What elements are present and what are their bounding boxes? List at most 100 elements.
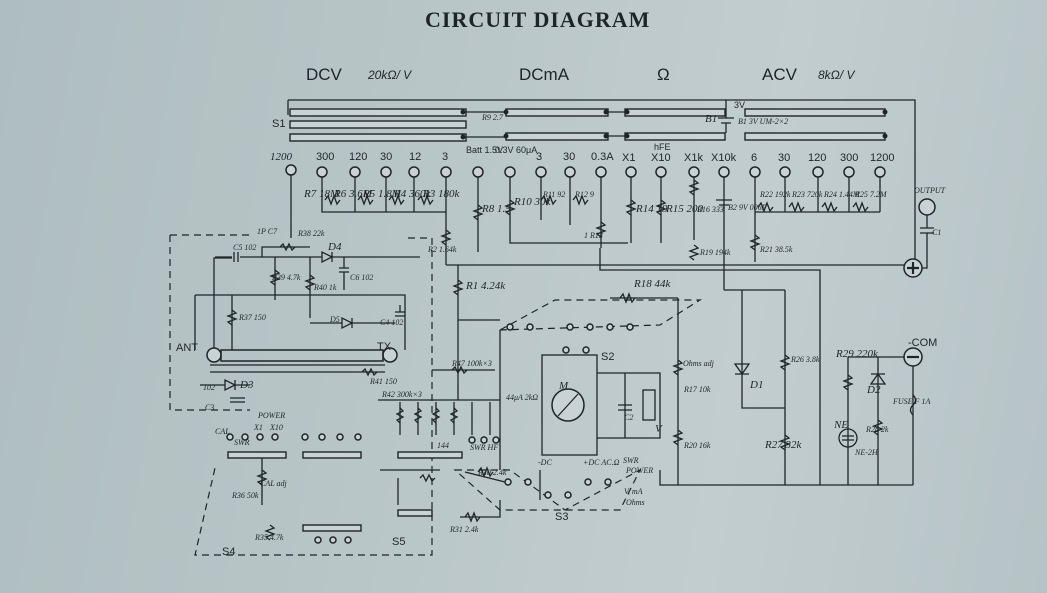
d5-diode (310, 316, 395, 330)
s4-wafer-4 (302, 524, 362, 532)
x1-label: X1 (253, 423, 263, 432)
dcv-terminal-1200[interactable] (285, 164, 297, 176)
d4-diode (321, 250, 334, 264)
ohm-pos-x1: X1 (622, 152, 635, 164)
r19-label: R19 194k (699, 248, 731, 257)
dcv-terminal-300[interactable] (316, 166, 328, 178)
acv-pos-120: 120 (808, 152, 826, 164)
r42-label: R42 300k×3 (381, 390, 422, 399)
dc-plus-label: +DC AC.Ω (583, 458, 620, 467)
r29-label: R29 220k (835, 348, 879, 360)
fuse-label: FUSE F 1A (892, 397, 930, 406)
c1-label: C1 (932, 228, 941, 237)
r10-label: R10 30k (513, 196, 551, 208)
acv-terminal-300[interactable] (843, 166, 855, 178)
svg-text:3V: 3V (734, 100, 745, 110)
ohm-terminal-x1k[interactable] (688, 166, 700, 178)
d1-label: D1 (749, 379, 763, 391)
ohm-heading: Ω (657, 65, 670, 84)
dcma-pos-03a: 0.3A (591, 151, 614, 163)
hfe-label: hFE (654, 142, 671, 152)
r18-label: R18 44k (633, 278, 671, 290)
s1-wafer-dcv-3 (289, 133, 467, 142)
r23-label: R23 720k (791, 190, 823, 199)
power-label: POWER (257, 411, 285, 420)
s5-label: S5 (392, 536, 405, 548)
r21-label: R21 38.5k (759, 245, 793, 254)
ohm-terminal-x10[interactable] (655, 166, 667, 178)
dcv-pos-12: 12 (409, 151, 421, 163)
r38-label: R38 22k (297, 229, 325, 238)
dcma-terminal-03a[interactable] (595, 166, 607, 178)
dcv-terminals: 1200 300 120 30 12 3 (270, 151, 452, 178)
dcv-terminal-30[interactable] (380, 166, 392, 178)
hf-value: 144 (437, 441, 449, 450)
ohm-pos-x1k: X1k (684, 152, 703, 164)
dcma-terminal-3[interactable] (535, 166, 547, 178)
s1-label: S1 (272, 118, 285, 130)
dcv-sensitivity: 20kΩ/ V (367, 68, 412, 82)
r1-label: R1 4.24k (465, 280, 506, 292)
acv-terminal-30[interactable] (779, 166, 791, 178)
dcma-terminal-batt[interactable] (472, 166, 484, 178)
r4-label: R4 360k (393, 188, 431, 200)
neon-lamp (838, 428, 858, 448)
cal-adj-label: CAL adj (260, 479, 288, 488)
ohm-terminal-x1[interactable] (625, 166, 637, 178)
s4-wafer-1 (227, 451, 287, 459)
acv-terminal-1200[interactable] (874, 166, 886, 178)
r40-label: R40 1k (313, 283, 337, 292)
s3-ohms: Ohms (626, 498, 645, 507)
com-label: -COM (908, 337, 937, 349)
dcv-terminal-3[interactable] (440, 166, 452, 178)
dcma-terminal-30[interactable] (564, 166, 576, 178)
dcv-chain (290, 175, 447, 265)
dcma-pos-3: 3 (536, 151, 542, 163)
r7-label: R7 18M (303, 188, 340, 200)
ohm-pos-x10: X10 (651, 152, 671, 164)
r2-label: R2 1.64k (427, 245, 457, 254)
dcma-pos-30: 30 (563, 151, 575, 163)
dcv-terminal-120[interactable] (349, 166, 361, 178)
r47-label: R47 100k×3 (451, 359, 492, 368)
s5-wafer (397, 509, 433, 517)
s1-wafer-acv-1 (744, 108, 886, 117)
acv-pos-300: 300 (840, 152, 858, 164)
diagram-title: CIRCUIT DIAGRAM (425, 7, 650, 32)
acv-terminal-120[interactable] (812, 166, 824, 178)
r5-label: R5 1.8M (362, 188, 402, 200)
r27-label: R27 32k (764, 439, 802, 451)
ohms-adj-label: Ohms adj (683, 359, 715, 368)
cal-label: CAL (215, 427, 230, 436)
swr-hf-label: SWR HF (470, 443, 498, 452)
acv-terminal-6[interactable] (749, 166, 761, 178)
dcv-terminal-12[interactable] (408, 166, 420, 178)
dcma-terminal-60ua[interactable] (504, 166, 516, 178)
battery-b2: B2 9V 006P (716, 199, 767, 212)
r30-label: R30 2.4k (477, 468, 507, 477)
battery-b1: 3V B1 B1 3V UM-2×2 (705, 100, 788, 133)
r35-label: R35 4.7k (254, 533, 284, 542)
r12-label: R12 9 (574, 190, 594, 199)
d2-diode (869, 372, 887, 385)
ohm-terminal-x10k[interactable] (718, 166, 730, 178)
ant-terminal[interactable] (206, 347, 222, 363)
fuse (909, 394, 917, 416)
d1-diode (733, 363, 751, 376)
ne-label: NE (833, 419, 848, 431)
dcv-pos-300: 300 (316, 151, 334, 163)
r24-label: R24 1.44M (823, 190, 861, 199)
output-terminal[interactable] (918, 198, 936, 216)
r26-label: R26 3.8k (790, 355, 820, 364)
r37-label: R37 150 (238, 313, 266, 322)
r16-label: R16 333 (696, 205, 724, 214)
c7-label: 1P C7 (257, 227, 278, 236)
dcma-heading: DCmA (519, 65, 570, 84)
dcv-pos-3: 3 (442, 151, 448, 163)
r17-label: R17 10k (683, 385, 711, 394)
acv-terminals: 6 30 120 300 1200 (749, 152, 894, 178)
c1-capacitor (920, 215, 934, 260)
s1-wafer-ohm-2 (624, 132, 726, 141)
s1-wafer-dcv-1 (289, 108, 467, 117)
